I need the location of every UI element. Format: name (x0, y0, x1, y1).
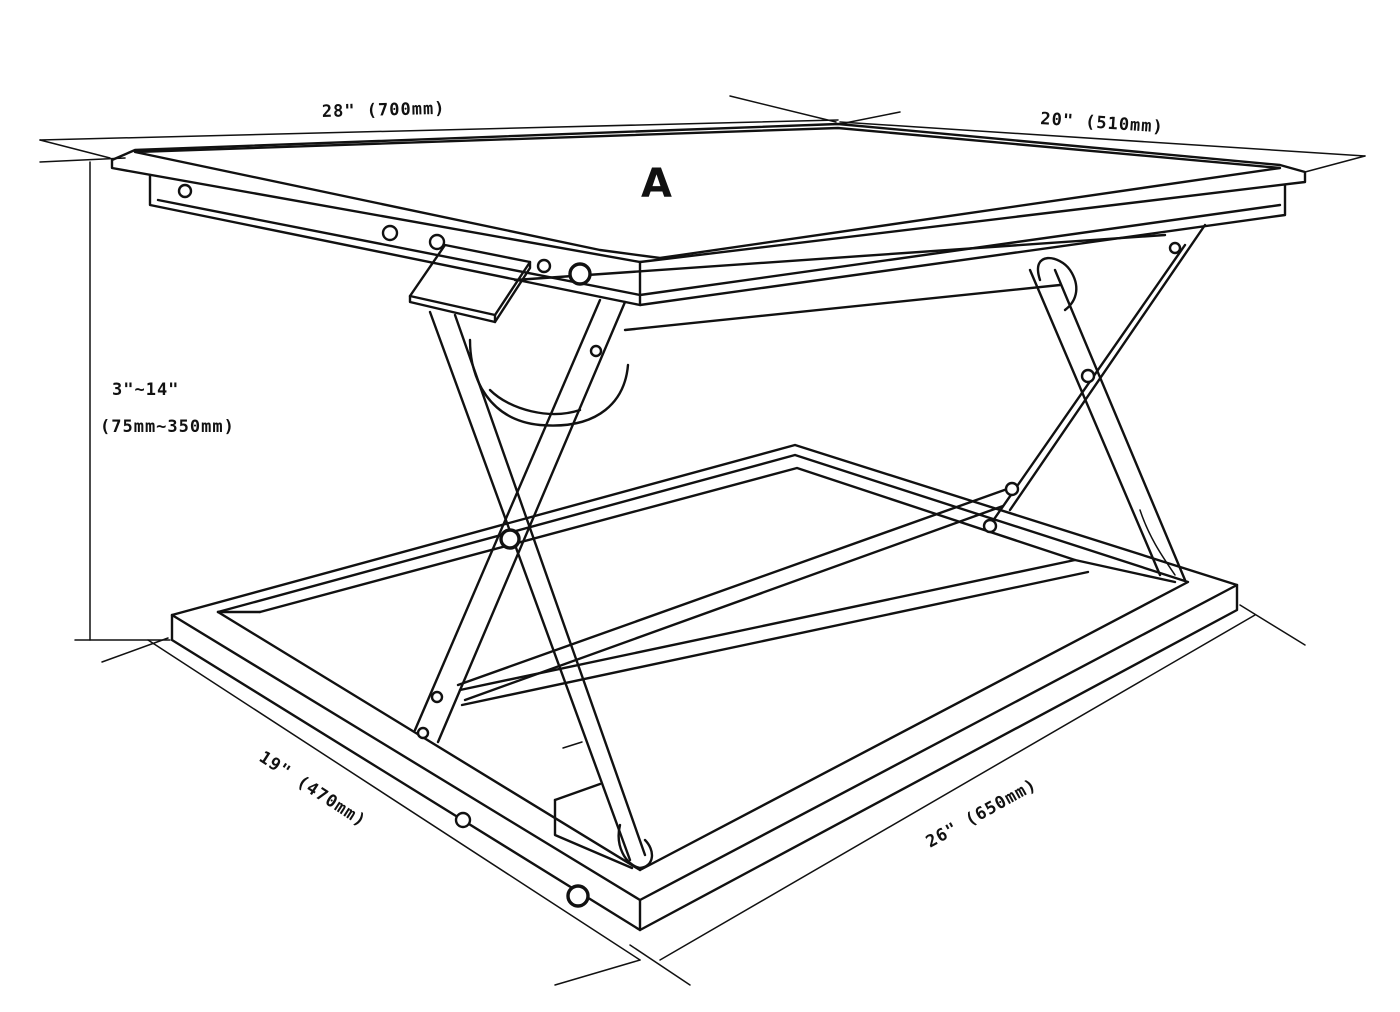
scissor-legs (408, 223, 1207, 870)
pivot-hole (499, 528, 521, 550)
pivot-hole (982, 518, 998, 534)
pivot-hole (428, 233, 446, 251)
model-label: A (641, 161, 672, 207)
height-range-label: 3"~14" (112, 380, 179, 400)
pivot-hole (177, 183, 193, 199)
pivot-holes (177, 183, 1182, 908)
height-range-mm-label: (75mm~350mm) (100, 417, 235, 437)
top-width-label: 28" (700mm) (322, 99, 446, 122)
pivot-hole (1004, 481, 1020, 497)
base-width-label: 26" (650mm) (923, 775, 1041, 852)
pivot-hole (536, 258, 552, 274)
pivot-hole (566, 884, 590, 908)
base-frame (170, 443, 1239, 932)
pivot-hole (589, 344, 603, 358)
base-depth-label: 19" (470mm) (255, 747, 370, 831)
pivot-hole (454, 811, 472, 829)
pivot-hole (416, 726, 430, 740)
desktop-surface (110, 122, 1307, 332)
top-depth-label: 20" (510mm) (1040, 109, 1165, 138)
dimension-lines (39, 95, 1366, 986)
pivot-hole (430, 690, 444, 704)
pivot-hole (568, 262, 592, 286)
pivot-hole (381, 224, 399, 242)
pivot-hole (1080, 368, 1096, 384)
pivot-hole (1168, 241, 1182, 255)
